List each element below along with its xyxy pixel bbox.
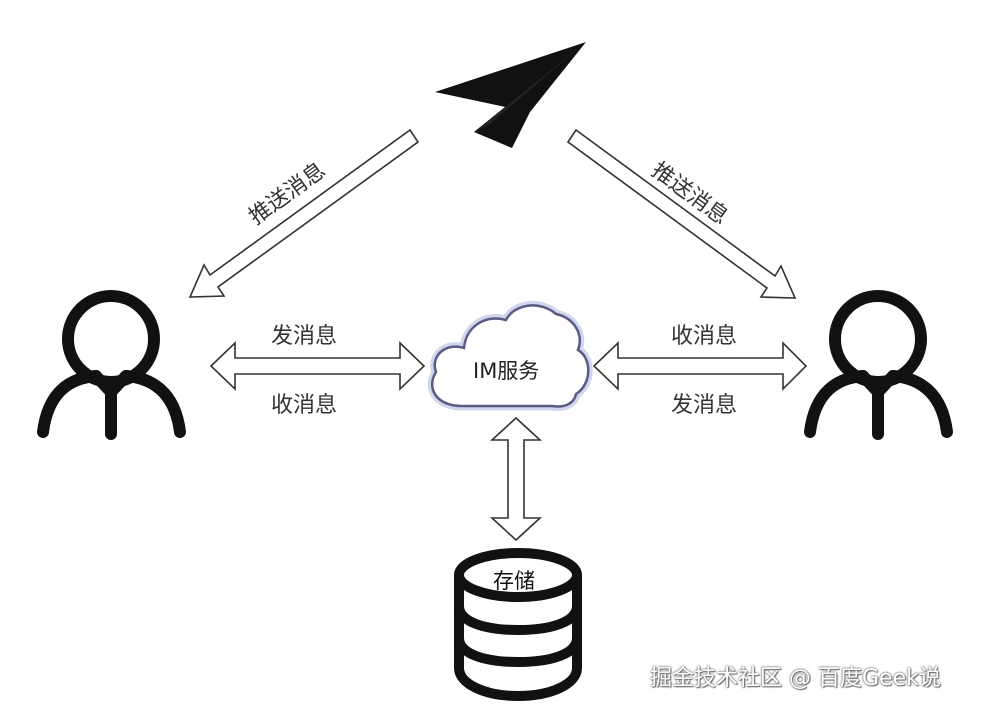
send-label-left: 发消息 — [271, 324, 338, 349]
double-arrow-vertical — [489, 416, 543, 542]
double-arrow-right — [592, 341, 808, 391]
storage-label: 存储 — [493, 569, 535, 593]
receive-label-left: 收消息 — [271, 393, 338, 418]
database-icon — [454, 548, 582, 702]
paper-plane-icon — [435, 42, 586, 148]
user-icon-left — [37, 290, 186, 440]
send-label-right: 发消息 — [671, 393, 738, 418]
double-arrow-left — [209, 341, 426, 391]
user-icon-right — [804, 290, 953, 440]
im-service-label: IM服务 — [473, 359, 540, 383]
push-arrow-left — [188, 128, 420, 298]
watermark: 掘金技术社区 @ 百度Geek说 — [650, 666, 941, 691]
cloud-icon — [427, 300, 593, 411]
receive-label-right: 收消息 — [671, 324, 738, 349]
push-arrow-right — [566, 128, 797, 299]
